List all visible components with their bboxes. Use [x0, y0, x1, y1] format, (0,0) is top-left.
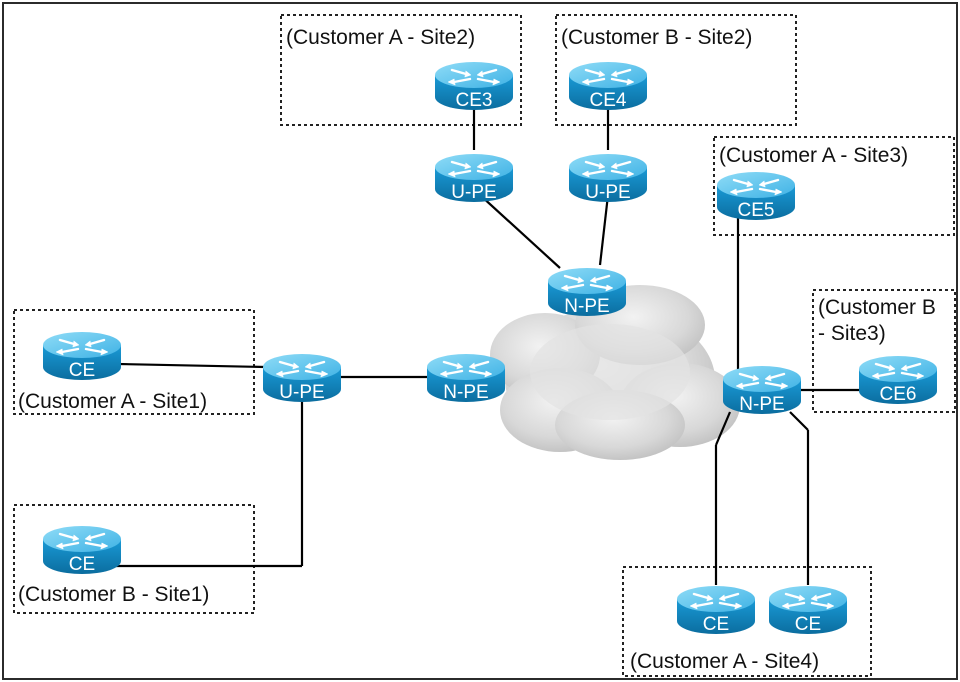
site-box-customer-a-site1 — [13, 309, 255, 415]
device-label-ce3: CE3 — [456, 90, 493, 111]
router-icon: CE4 — [567, 60, 649, 112]
device-label-ce-a4-left: CE — [703, 614, 729, 635]
link-ce-upe-left — [117, 362, 266, 369]
link-upe-npe-top-right — [598, 194, 610, 266]
router-icon: CE — [675, 584, 757, 636]
device-label-npe-left: N-PE — [443, 382, 488, 403]
device-label-npe-right: N-PE — [739, 394, 784, 415]
site-label-customer-b-site1: (Customer B - Site1) — [18, 583, 209, 606]
site-label-customer-a-site3: (Customer A - Site3) — [719, 144, 908, 167]
link-npe-ce-a4-right-a — [789, 411, 809, 431]
cloud-icon — [490, 285, 740, 460]
router-icon: N-PE — [546, 266, 628, 318]
router-icon: U-PE — [567, 152, 649, 204]
link-upe-npe-top-left — [479, 194, 561, 269]
site-label-customer-a-site1: (Customer A - Site1) — [18, 390, 207, 413]
site-box-customer-b-site2 — [555, 14, 797, 126]
site-box-customer-a-site3 — [713, 136, 955, 236]
router-icon: CE3 — [433, 60, 515, 112]
router-icon: CE — [767, 584, 849, 636]
device-label-upe-left: U-PE — [279, 382, 324, 403]
device-label-ce-b1: CE — [69, 554, 95, 575]
site-label-customer-b-site2: (Customer B - Site2) — [561, 26, 752, 49]
device-label-ce-a4-right: CE — [795, 614, 821, 635]
site-label-customer-a-site4: (Customer A - Site4) — [630, 650, 819, 673]
device-label-upe-top-right: U-PE — [585, 182, 630, 203]
links — [95, 100, 862, 585]
router-icon: U-PE — [261, 352, 343, 404]
site-box-customer-a-site2 — [280, 14, 522, 126]
site-label-customer-b-site3-line1: (Customer B — [818, 296, 936, 319]
router-icon: CE — [41, 524, 123, 576]
router-icon: CE6 — [857, 354, 939, 406]
site-label-customer-b-site3-line2: - Site3) — [818, 322, 886, 345]
device-label-ce6: CE6 — [880, 384, 917, 405]
device-label-ce4: CE4 — [590, 90, 627, 111]
router-icon: N-PE — [721, 364, 803, 416]
router-icon: CE — [41, 330, 123, 382]
router-icon: U-PE — [433, 152, 515, 204]
device-label-ce-a1: CE — [69, 360, 95, 381]
link-npe-ce-a4-left-a — [714, 411, 732, 446]
site-box-customer-a-site4 — [622, 566, 872, 677]
router-icon: CE5 — [715, 170, 797, 222]
site-label-customer-a-site2: (Customer A - Site2) — [286, 26, 475, 49]
router-icon: N-PE — [425, 352, 507, 404]
device-label-upe-top-left: U-PE — [451, 182, 496, 203]
site-box-customer-b-site1 — [13, 504, 255, 614]
device-label-ce5: CE5 — [738, 200, 775, 221]
device-label-npe-top: N-PE — [564, 296, 609, 317]
